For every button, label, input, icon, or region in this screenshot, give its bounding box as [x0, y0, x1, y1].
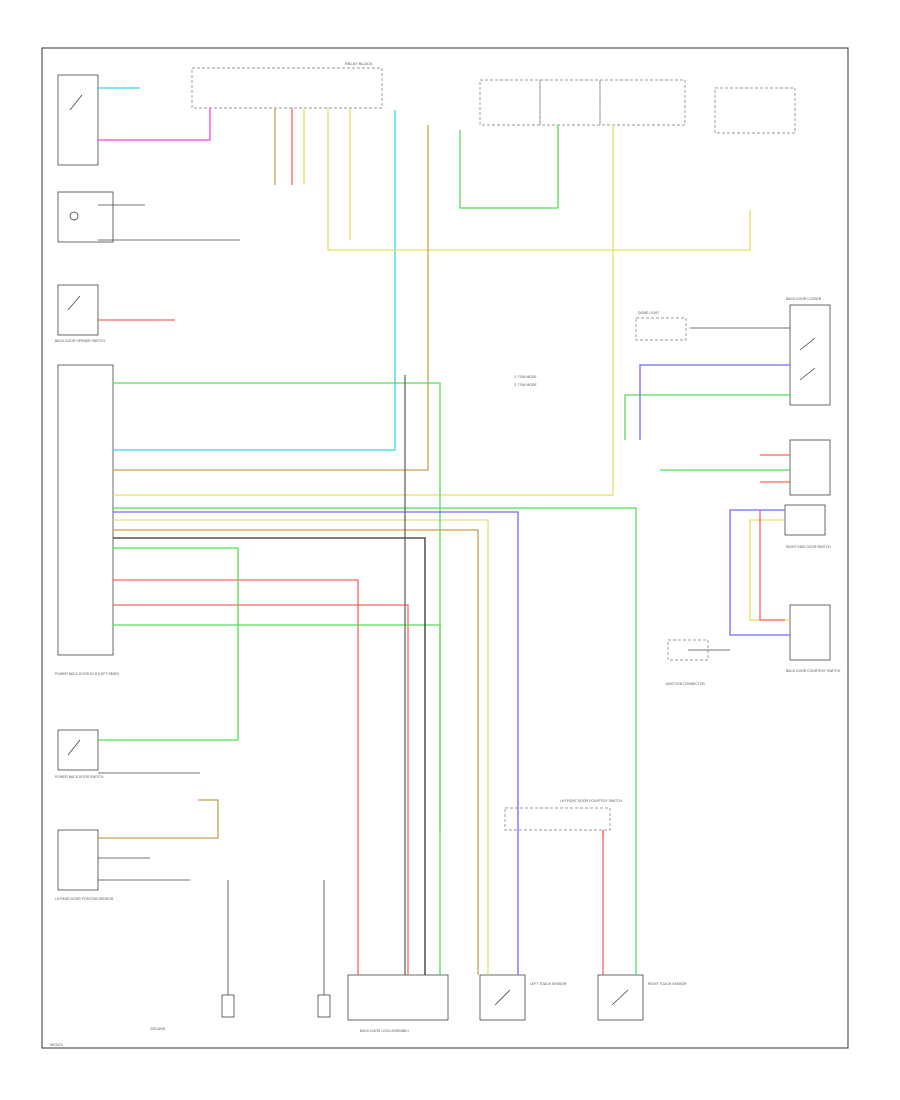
- wire-red-right-v: [759, 510, 785, 621]
- relay-block-c: [599, 79, 686, 126]
- wire-yellow-right: [749, 519, 790, 621]
- wire-green-lock: [113, 624, 441, 975]
- right-touch-sensor-label: RIGHT TOUCH SENSOR: [648, 982, 687, 986]
- wire-black-1: [113, 537, 426, 975]
- wire-yellow-bus: [327, 108, 751, 251]
- back-door-courtesy-label: BACK DOOR COURTESY SWITCH: [786, 669, 841, 673]
- lh-front-courtesy: [57, 191, 114, 243]
- lh-rear-position-label: LH REAR DOOR POSITION SENSOR: [55, 897, 114, 901]
- switch-blade-pbds: [67, 739, 81, 756]
- back-door-lock-label: BACK DOOR LOCK ASSEMBLY: [360, 1029, 410, 1033]
- ground-connector-a: [221, 994, 235, 1018]
- wire-green-upper: [113, 382, 441, 830]
- switch-blade-right-touch: [611, 989, 629, 1006]
- wire-pink: [98, 108, 211, 141]
- courtesy-bulb: [69, 211, 79, 221]
- wire-cyan-main: [113, 110, 396, 451]
- wire-green-long: [113, 507, 637, 975]
- switch-blade-closer-1: [799, 337, 816, 351]
- left-touch-sensor-label: LEFT TOUCH SENSOR: [530, 982, 567, 986]
- right-position-sensor-label: RIGHT SIDE DOOR SWITCH: [786, 545, 831, 549]
- lh-rear-position: [57, 829, 99, 891]
- main-ecu-label: POWER BACK DOOR ECU (LEFT REAR): [55, 672, 119, 676]
- dome-light: [635, 317, 687, 341]
- back-door-closer-label: BACK DOOR CLOSER: [786, 297, 822, 301]
- left-position-sensor-bottom: [504, 807, 611, 831]
- back-door-opener-label: BACK DOOR OPENER SWITCH: [55, 339, 105, 343]
- ground-label: GROUND: [150, 1027, 166, 1031]
- wire-green-top: [459, 125, 559, 209]
- wire-yellow-3: [113, 125, 614, 496]
- wire-blue-right: [639, 364, 790, 440]
- wire-tan-pos: [98, 799, 219, 839]
- power-back-door-switch-label: POWER BACK DOOR SWITCH: [55, 775, 104, 779]
- wire-blue: [113, 511, 519, 975]
- wire-tan-main: [113, 125, 429, 471]
- relay-block-a: [479, 79, 541, 126]
- page-code: W03474: [50, 1043, 63, 1047]
- main-ecu: [57, 364, 114, 656]
- ground-connector-b: [317, 994, 331, 1018]
- power-back-door-switch: [57, 729, 99, 771]
- dome-light-label: DOME LIGHT: [638, 311, 659, 315]
- diagram-frame: [41, 47, 849, 1049]
- right-position-sensor: [784, 504, 826, 536]
- wire-green-right: [624, 394, 790, 440]
- pbd-motor-unit: [789, 439, 831, 496]
- lh-front-pos-label: LH FRONT DOOR COURTESY SWITCH: [560, 799, 623, 803]
- back-door-lock: [347, 974, 449, 1021]
- switch-blade-top: [69, 94, 83, 111]
- fuse-block-label: RELAY BLOCK: [345, 61, 373, 66]
- wire-tan-lower: [113, 529, 479, 975]
- wire-green-pbds: [98, 547, 239, 741]
- wire-blue-right-2: [729, 509, 790, 636]
- switch-blade-closer-2: [799, 367, 816, 381]
- relay-block-d: [714, 87, 796, 134]
- relay-block-b: [539, 79, 601, 126]
- wire-red-lock-2: [113, 604, 409, 975]
- junction-label: JUNCTION CONNECTOR: [665, 682, 705, 686]
- top-left-switch: [57, 74, 99, 166]
- wire-red-lock-1: [113, 579, 359, 975]
- switch-blade-left-touch: [494, 989, 511, 1006]
- legend-line-2: 2: TOW MODE: [514, 383, 537, 387]
- back-door-courtesy: [789, 604, 831, 661]
- switch-blade-opener: [67, 295, 81, 311]
- back-door-opener-switch: [57, 284, 99, 336]
- legend-line-1: 1: TOW MODE: [514, 375, 537, 379]
- back-door-closer: [789, 304, 831, 406]
- wire-yellow-4: [113, 519, 489, 975]
- fuse-block: [191, 67, 383, 109]
